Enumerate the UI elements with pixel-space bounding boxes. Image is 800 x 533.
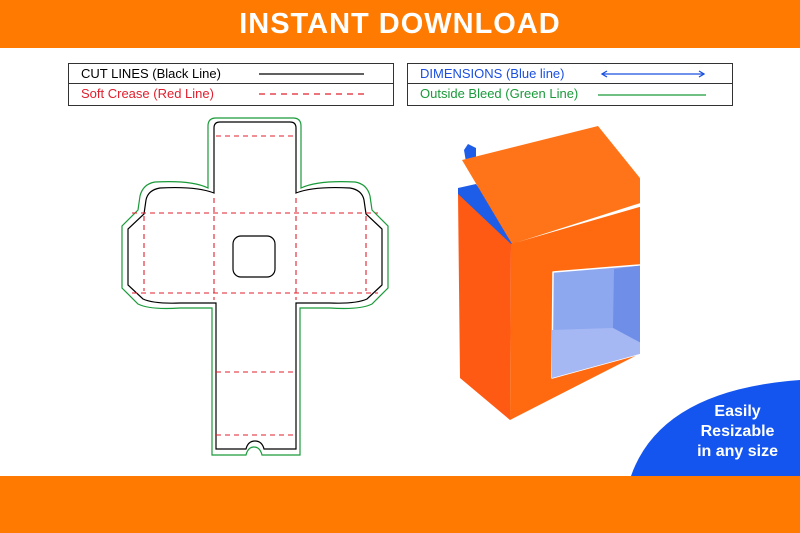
box-left-face xyxy=(458,194,511,420)
bottom-banner xyxy=(0,476,800,533)
box-window-inner-bottom xyxy=(552,328,640,378)
outside-bleed-label: Outside Bleed (Green Line) xyxy=(420,86,579,101)
soft-crease-label: Soft Crease (Red Line) xyxy=(81,86,214,101)
bleed-line-sample xyxy=(598,94,706,96)
legend-row-cut-lines: CUT LINES (Black Line) xyxy=(69,64,393,84)
cut-lines-label: CUT LINES (Black Line) xyxy=(81,66,221,81)
badge-line-1: Easily xyxy=(714,403,761,420)
dimension-line-sample xyxy=(600,70,706,78)
box-3d-mockup xyxy=(458,126,640,420)
badge-line-3: in any size xyxy=(697,443,778,460)
window-cutout xyxy=(232,235,276,278)
badge-text: Easily Resizable in any size xyxy=(697,402,778,462)
cut-line-outline xyxy=(127,121,383,450)
outside-bleed-outline xyxy=(121,117,389,456)
crease-lines xyxy=(132,135,378,436)
top-banner: INSTANT DOWNLOAD xyxy=(0,0,800,48)
legend-row-outside-bleed: Outside Bleed (Green Line) xyxy=(408,84,732,104)
cut-line-sample xyxy=(259,73,364,75)
box-lid xyxy=(462,126,640,244)
badge-line-2: Resizable xyxy=(700,423,775,440)
banner-title: INSTANT DOWNLOAD xyxy=(239,7,561,40)
crease-line-sample xyxy=(259,93,364,95)
inner-top-blue xyxy=(458,184,520,252)
legend-dimensions-bleed: DIMENSIONS (Blue line) Outside Bleed (Gr… xyxy=(407,63,733,106)
box-dieline-template xyxy=(121,117,389,456)
legend-row-dimensions: DIMENSIONS (Blue line) xyxy=(408,64,732,84)
legend-cut-crease: CUT LINES (Black Line) Soft Crease (Red … xyxy=(68,63,394,106)
badge-shape xyxy=(631,380,800,476)
easily-resizable-badge: Easily Resizable in any size xyxy=(631,380,800,476)
dimensions-label: DIMENSIONS (Blue line) xyxy=(420,66,565,81)
box-window-inner-right xyxy=(613,265,640,343)
legend-row-soft-crease: Soft Crease (Red Line) xyxy=(69,84,393,104)
